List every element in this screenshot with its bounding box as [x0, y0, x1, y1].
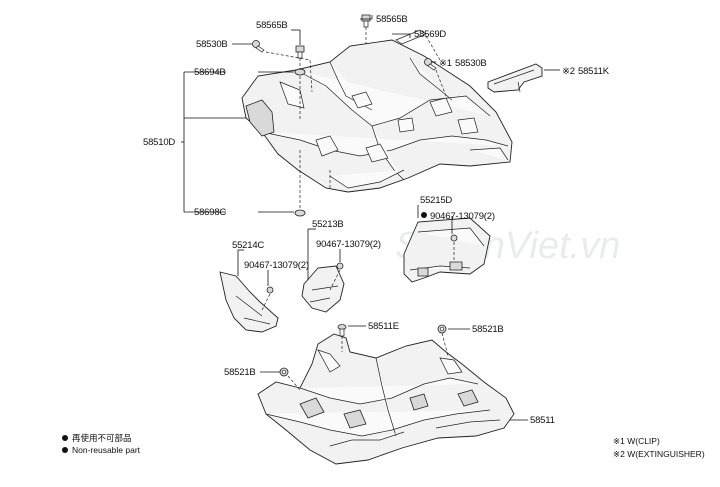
- floor-carpet-front-58510D: [241, 39, 513, 193]
- clip-58530B-left: [252, 40, 265, 53]
- label-58521B-left: 58521B: [224, 367, 256, 378]
- legend-dot-2: [62, 447, 68, 453]
- clip-58521B-left: [279, 367, 289, 377]
- label-90467-a: 90467-13079(2): [430, 211, 495, 222]
- label-58511K: 58511K: [578, 66, 610, 77]
- label-58511: 58511: [530, 415, 555, 426]
- note-clip: ※1 W(CLIP): [613, 436, 660, 446]
- label-58530B-left: 58530B: [196, 39, 228, 50]
- grommet-58698C: [294, 209, 306, 217]
- label-58511E: 58511E: [368, 321, 399, 332]
- note-extinguisher: ※2 W(EXTINGUISHER): [613, 449, 705, 459]
- label-58510D: 58510D: [143, 137, 175, 148]
- label-58521B-right: 58521B: [472, 324, 504, 335]
- part-labels: 58530B 58565B 58565B 58569D ※1 58530B ※2…: [143, 14, 610, 426]
- label-55214C: 55214C: [232, 240, 264, 251]
- footnotes: ※1 W(CLIP) ※2 W(EXTINGUISHER): [613, 436, 705, 459]
- clip-58521B-right: [437, 324, 447, 334]
- legend: 再使用不可部品 Non-reusable part: [62, 433, 141, 455]
- label-58530B-right: 58530B: [455, 58, 487, 69]
- clip-90467-c: [266, 286, 274, 294]
- non-reusable-dot-a: [421, 212, 427, 218]
- label-58694B: 58694B: [194, 67, 226, 78]
- clip-58530B-right: [424, 58, 437, 71]
- bracket-58511K: [487, 63, 543, 93]
- legend-non-reusable-jp: 再使用不可部品: [72, 433, 132, 443]
- clip-90467-b: [336, 262, 344, 270]
- panel-55213B: [301, 265, 345, 313]
- panel-55215D: [403, 217, 491, 283]
- bolt-58565B-left: [295, 45, 305, 59]
- legend-dot-1: [62, 435, 68, 441]
- label-55215D: 55215D: [420, 195, 452, 206]
- label-90467-c: 90467-13079(2): [244, 260, 309, 271]
- label-55213B: 55213B: [312, 219, 344, 230]
- marker-1: ※1: [439, 58, 452, 69]
- clip-58511E: [337, 324, 347, 337]
- bolt-58565B-right: [361, 14, 371, 28]
- label-58565B-right: 58565B: [376, 14, 408, 25]
- leader-lines: [181, 15, 560, 421]
- label-58698C: 58698C: [194, 207, 226, 218]
- label-58565B-left: 58565B: [256, 20, 288, 31]
- floor-carpet-58511: [257, 333, 515, 465]
- legend-non-reusable-en: Non-reusable part: [72, 445, 141, 455]
- label-58569D: 58569D: [414, 29, 446, 40]
- clip-bar-58569D: [395, 29, 427, 45]
- label-90467-b: 90467-13079(2): [316, 239, 381, 250]
- marker-2: ※2: [562, 66, 575, 77]
- panel-55214C: [219, 271, 279, 333]
- clip-90467-a: [450, 234, 458, 242]
